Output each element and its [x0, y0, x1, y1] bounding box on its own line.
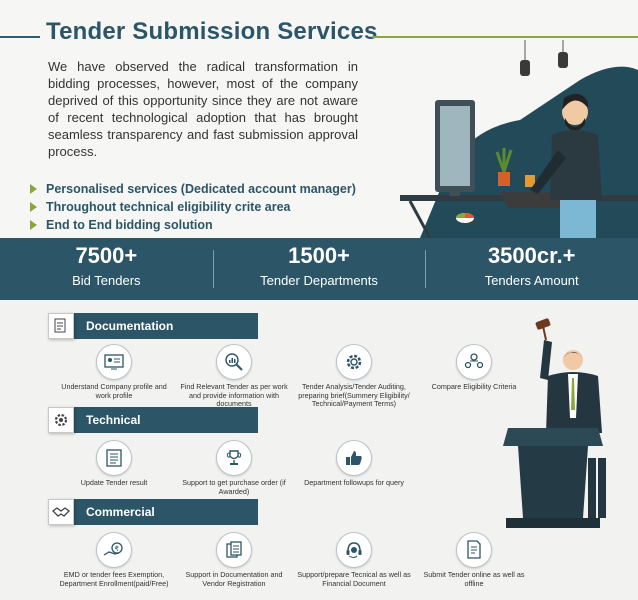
feature-text: Throughout technical eligibility crite a… — [46, 200, 291, 214]
thumbs-up-icon — [336, 440, 372, 476]
stat-value: 1500+ — [288, 243, 350, 268]
technical-header: Technical — [48, 406, 258, 434]
service-item: Compare Eligibility Criteria — [414, 344, 534, 392]
gear-icon — [336, 344, 372, 380]
documentation-header: Documentation — [48, 312, 258, 340]
service-item: Department followups for query — [294, 440, 414, 488]
service-caption: Compare Eligibility Criteria — [431, 382, 517, 391]
feature-text: End to End bidding solution — [46, 218, 213, 232]
handshake-icon — [48, 499, 74, 525]
title-rule-right — [372, 36, 638, 38]
feature-item: Personalised services (Dedicated account… — [30, 180, 356, 198]
list-icon — [96, 440, 132, 476]
stat-label: Tenders Amount — [484, 273, 579, 288]
page-title: Tender Submission Services — [46, 18, 378, 45]
support-headset-icon — [336, 532, 372, 568]
gear-icon — [48, 407, 74, 433]
service-item: Support in Documentation and Vendor Regi… — [174, 532, 294, 588]
stat-tenders-amount: 3500cr.+ Tenders Amount — [425, 238, 638, 300]
technical-title: Technical — [70, 407, 258, 433]
stat-bid-tenders: 7500+ Bid Tenders — [0, 238, 213, 300]
service-caption: Update Tender result — [80, 478, 148, 487]
arrow-icon — [30, 184, 37, 194]
desk-worker-illustration — [400, 40, 638, 238]
service-item: Submit Tender online as well as offline — [414, 532, 534, 588]
service-item: Find Relevant Tender as per work and pro… — [174, 344, 294, 409]
service-caption: Find Relevant Tender as per work and pro… — [180, 382, 288, 409]
documentation-title: Documentation — [70, 313, 258, 339]
hero-section: Tender Submission Services We have obser… — [0, 0, 638, 238]
money-icon: ₹ — [96, 532, 132, 568]
stat-label: Tender Departments — [260, 273, 378, 288]
arrow-icon — [30, 220, 37, 230]
trophy-icon — [216, 440, 252, 476]
service-caption: Department followups for query — [304, 478, 404, 487]
submit-document-icon — [456, 532, 492, 568]
commercial-title: Commercial — [70, 499, 258, 525]
compare-users-icon — [456, 344, 492, 380]
stat-value: 7500+ — [75, 243, 138, 268]
arrow-icon — [30, 202, 37, 212]
service-item: Update Tender result — [54, 440, 174, 488]
profile-icon — [96, 344, 132, 380]
service-item: Support to get purchase order (if Awarde… — [174, 440, 294, 496]
service-caption: Support to get purchase order (if Awarde… — [182, 478, 286, 496]
svg-text:₹: ₹ — [115, 545, 120, 553]
service-item: ₹ EMD or tender fees Exemption, Departme… — [54, 532, 174, 588]
feature-text: Personalised services (Dedicated account… — [46, 182, 356, 196]
stats-band: 7500+ Bid Tenders 1500+ Tender Departmen… — [0, 238, 638, 300]
service-item: Support/prepare Tecnical as well as Fina… — [294, 532, 414, 588]
service-caption: Support in Documentation and Vendor Regi… — [185, 570, 283, 588]
title-rule-left — [0, 36, 40, 38]
feature-item: End to End bidding solution — [30, 216, 356, 234]
document-icon — [48, 313, 74, 339]
service-item: Tender Analysis/Tender Auditing, prepari… — [294, 344, 414, 409]
service-caption: EMD or tender fees Exemption, Department… — [59, 570, 169, 588]
service-caption: Understand Company profile and work prof… — [61, 382, 167, 400]
intro-paragraph: We have observed the radical transformat… — [48, 59, 358, 159]
service-caption: Tender Analysis/Tender Auditing, prepari… — [298, 382, 410, 409]
documents-icon — [216, 532, 252, 568]
service-caption: Support/prepare Tecnical as well as Fina… — [297, 570, 411, 588]
speaker-podium-illustration — [503, 318, 606, 528]
stat-tender-departments: 1500+ Tender Departments — [212, 238, 426, 300]
stat-label: Bid Tenders — [72, 273, 141, 288]
feature-item: Throughout technical eligibility crite a… — [30, 198, 356, 216]
magnifier-chart-icon — [216, 344, 252, 380]
commercial-header: Commercial — [48, 498, 258, 526]
feature-list: Personalised services (Dedicated account… — [30, 180, 356, 234]
stat-value: 3500cr.+ — [487, 243, 576, 268]
service-caption: Submit Tender online as well as offline — [423, 570, 525, 588]
service-item: Understand Company profile and work prof… — [54, 344, 174, 400]
